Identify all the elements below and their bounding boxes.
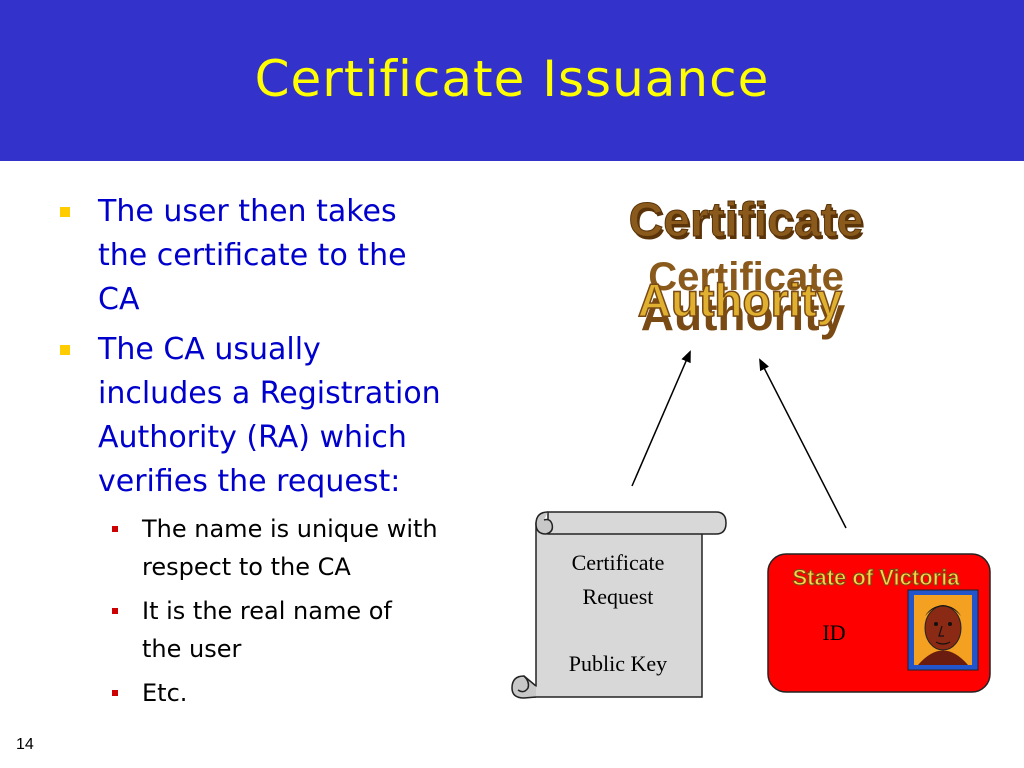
bullet-line: the certificate to the	[98, 238, 407, 273]
bullet-line: includes a Registration	[98, 376, 441, 411]
id-photo-icon	[907, 589, 979, 671]
sub-bullet-marker	[112, 690, 118, 696]
id-card: State of Victoria ID	[767, 553, 991, 693]
ca-logo-line1: Certificate	[629, 194, 864, 247]
bullet-line: Authority (RA) which	[98, 420, 407, 455]
request-line1: Certificate	[572, 550, 665, 575]
sub-bullet-marker	[112, 526, 118, 532]
arrow-id-to-ca	[759, 358, 847, 529]
slide-number: 14	[16, 736, 34, 753]
sub-bullet-line: The name is unique with	[142, 515, 438, 543]
sub-bullet-item: The name is unique with respect to the C…	[112, 510, 500, 586]
id-card-label: ID	[822, 620, 845, 645]
bullet-line: The user then takes	[98, 194, 397, 229]
bullet-marker	[60, 207, 70, 217]
sub-bullet-line: It is the real name of	[142, 597, 392, 625]
ca-logo-line2-shadow: Authority	[641, 288, 846, 340]
request-line2: Request	[583, 584, 654, 609]
arrow-request-to-ca	[631, 350, 691, 487]
bullet-line: The CA usually	[98, 332, 321, 367]
sub-bullet-item: It is the real name of the user	[112, 592, 500, 668]
bullet-marker	[60, 345, 70, 355]
slide-title: Certificate Issuance	[254, 50, 770, 108]
request-line3: Public Key	[569, 651, 667, 676]
bullet-item: The user then takes the certificate to t…	[60, 190, 500, 322]
sub-bullet-line: the user	[142, 635, 242, 663]
sub-bullet-list: The name is unique with respect to the C…	[112, 510, 500, 712]
bullet-line: verifies the request:	[98, 464, 401, 499]
ca-logo-echo: Certificate	[648, 255, 844, 299]
bullet-list: The user then takes the certificate to t…	[60, 190, 500, 718]
sub-bullet-line: Etc.	[142, 679, 188, 707]
title-bar	[0, 0, 1024, 161]
sub-bullet-marker	[112, 608, 118, 614]
bullet-line: CA	[98, 282, 140, 317]
ca-logo-line2: Authority	[638, 274, 843, 326]
sub-bullet-item: Etc.	[112, 674, 500, 712]
ca-logo: Certificate Certificate Certificate Auth…	[628, 194, 866, 341]
bullet-item: The CA usually includes a Registration A…	[60, 328, 500, 504]
certificate-request-scroll: Certificate Request Public Key	[511, 511, 727, 699]
id-card-header: State of Victoria	[792, 565, 960, 590]
sub-bullet-line: respect to the CA	[142, 553, 351, 581]
ca-logo-shadow-1: Certificate	[631, 197, 866, 250]
